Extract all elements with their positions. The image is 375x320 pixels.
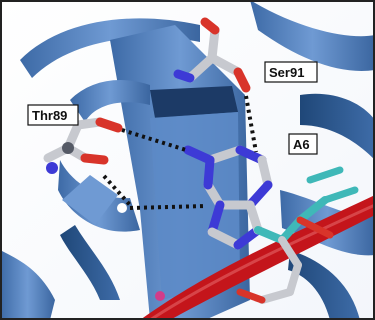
svg-text:Thr89: Thr89 [32, 108, 67, 123]
label-thr89: Thr89 [28, 105, 78, 125]
svg-text:A6: A6 [293, 137, 310, 152]
label-a6: A6 [289, 134, 317, 154]
label-ser91: Ser91 [265, 62, 317, 82]
svg-text:Ser91: Ser91 [269, 65, 304, 80]
water-molecule [117, 203, 127, 213]
